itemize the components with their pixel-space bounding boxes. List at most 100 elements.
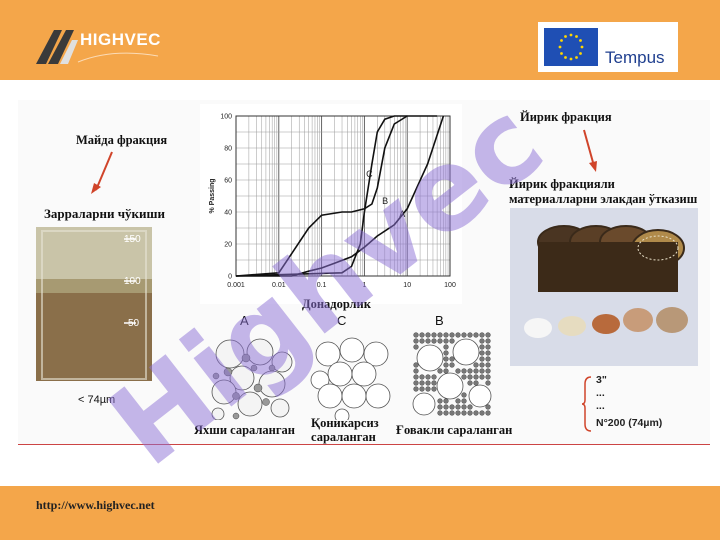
fine-particle: [425, 380, 431, 386]
fine-particle: [449, 362, 455, 368]
fine-particle: [479, 356, 485, 362]
fine-particle: [485, 404, 491, 410]
fine-particle: [449, 410, 455, 416]
fine-particle: [467, 368, 473, 374]
fine-particle: [431, 332, 437, 338]
chart-y-axis-label: % Passing: [209, 178, 216, 213]
fine-particle: [425, 338, 431, 344]
fine-particle: [479, 344, 485, 350]
fine-particle: [473, 332, 479, 338]
fine-particle: [461, 332, 467, 338]
fine-particle: [461, 368, 467, 374]
fine-particle: [437, 410, 443, 416]
chart-x-tick-label: 0.001: [227, 282, 245, 289]
fine-particle: [437, 398, 443, 404]
packing-diagram-gap-graded: [412, 332, 492, 416]
sieve-size-list: 3" ... ... N°200 (74µm): [582, 374, 702, 434]
fine-particle: [485, 368, 491, 374]
packing-label-a: A: [240, 313, 249, 328]
sieving-label-line1: Йирик фракцияли: [509, 177, 615, 191]
fine-particle: [413, 344, 419, 350]
fine-particle: [455, 368, 461, 374]
fine-particle: [479, 374, 485, 380]
fine-particle: [485, 380, 491, 386]
fine-particle: [473, 380, 479, 386]
fine-particle: [455, 398, 461, 404]
fine-particle: [461, 398, 467, 404]
chart-background: [200, 104, 462, 304]
eu-flag-icon: [544, 28, 598, 66]
fine-particle: [473, 362, 479, 368]
fine-particle: [485, 332, 491, 338]
fine-particle: [449, 404, 455, 410]
fine-particle: [437, 368, 443, 374]
fine-particle: [461, 410, 467, 416]
fine-particle: [443, 404, 449, 410]
sedimentation-label: Зарраларни чўкиши: [44, 206, 165, 221]
fine-particle: [461, 374, 467, 380]
fine-particle: [485, 338, 491, 344]
fine-particle: [443, 398, 449, 404]
fine-particle: [467, 404, 473, 410]
packing-label-c: C: [337, 313, 347, 328]
fine-particle: [479, 350, 485, 356]
chart-y-tick-label: 40: [224, 210, 232, 217]
chart-y-tick-label: 80: [224, 146, 232, 153]
beaker-photo: [36, 227, 152, 381]
fine-particle: [479, 338, 485, 344]
caption-poorly-sorted: Қоникарсиз сараланган: [311, 416, 379, 444]
fine-particle: [419, 332, 425, 338]
chart-series-line-c: [235, 115, 408, 277]
chart-y-tick-label: 20: [224, 242, 232, 249]
fine-particle: [431, 386, 437, 392]
size-note: < 74µm: [78, 394, 116, 406]
fine-particle: [467, 374, 473, 380]
chart-series-label: B: [382, 196, 388, 206]
fine-particle: [485, 410, 491, 416]
fine-particle: [485, 344, 491, 350]
fine-particle: [413, 332, 419, 338]
footer-bar: [0, 486, 720, 540]
caption-well-sorted: Яхши сараланган: [194, 423, 296, 437]
fine-particle: [485, 356, 491, 362]
chart-y-tick-label: 100: [220, 114, 232, 121]
fine-particle: [479, 332, 485, 338]
chart-x-tick-label: 0.1: [317, 282, 327, 289]
sieve-size-item: ...: [596, 400, 605, 412]
chart-frame: [235, 115, 451, 277]
chart-x-tick-label: 100: [444, 282, 456, 289]
fine-particle: [485, 362, 491, 368]
highvec-logo-icon: [36, 30, 159, 64]
fine-particle: [455, 404, 461, 410]
chart-x-tick-label: 0.01: [272, 282, 286, 289]
fine-particle: [419, 338, 425, 344]
fine-particle: [455, 410, 461, 416]
sieve-size-item: N°200 (74µm): [596, 417, 663, 429]
logo-text: HIGHVEC: [80, 30, 161, 49]
fine-particle: [419, 380, 425, 386]
fine-particle: [461, 392, 467, 398]
fine-particle: [449, 338, 455, 344]
fine-particle: [479, 410, 485, 416]
fine-particle: [413, 374, 419, 380]
fine-particle: [413, 362, 419, 368]
fine-particle: [473, 374, 479, 380]
fine-particle: [467, 380, 473, 386]
chart-series-line-a: [236, 115, 445, 277]
fine-particle: [413, 368, 419, 374]
chart-series-line-b: [235, 115, 438, 277]
footer-url[interactable]: http://www.highvec.net: [36, 498, 155, 512]
fine-particle: [443, 344, 449, 350]
fine-particle: [431, 338, 437, 344]
fine-particle: [425, 386, 431, 392]
fine-particle: [425, 374, 431, 380]
fine-particle: [461, 404, 467, 410]
fine-particle: [413, 386, 419, 392]
fine-particle: [449, 356, 455, 362]
fine-particle: [437, 338, 443, 344]
chart-x-tick-label: 1: [362, 282, 366, 289]
beaker-mark: 100: [124, 276, 141, 287]
fine-particle: [467, 332, 473, 338]
packing-diagram-well-sorted: [211, 338, 293, 420]
